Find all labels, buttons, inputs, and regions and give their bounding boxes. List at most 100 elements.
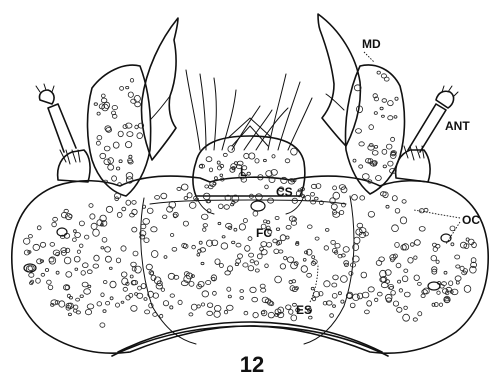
tubercle [108, 158, 114, 164]
tubercle [249, 253, 254, 257]
tubercle [377, 292, 382, 296]
tubercle [261, 242, 267, 247]
tubercle [102, 237, 107, 242]
tubercle [77, 250, 80, 253]
tubercle [206, 157, 212, 162]
tubercle [36, 278, 41, 283]
tubercle [130, 275, 133, 278]
tubercle [386, 205, 389, 208]
left-maxillary-lobe [88, 65, 151, 196]
tubercle [123, 287, 127, 291]
tubercle [274, 249, 279, 254]
tubercle [66, 272, 72, 278]
tubercle [255, 269, 259, 272]
tubercle [97, 136, 102, 140]
tubercle [357, 223, 363, 228]
tubercle [221, 243, 228, 249]
tubercle [141, 224, 146, 229]
tubercle [450, 226, 455, 231]
tubercle [48, 285, 53, 290]
tubercle [228, 295, 231, 298]
tubercle [353, 294, 360, 301]
tubercle [286, 236, 289, 239]
tubercle [97, 112, 100, 115]
tubercle [131, 306, 137, 312]
large-pit [251, 201, 265, 211]
tubercle [408, 258, 413, 264]
tubercle [50, 243, 55, 247]
tubercle [110, 297, 113, 300]
tubercle [126, 295, 130, 300]
tubercle [88, 285, 91, 287]
tubercle [170, 306, 173, 309]
tubercle [47, 280, 52, 284]
label-l-text: L [240, 165, 247, 179]
tubercle [41, 273, 45, 276]
tubercle [248, 237, 252, 241]
tubercle [375, 298, 378, 301]
tubercle [382, 149, 387, 154]
tubercle [184, 197, 187, 200]
tubercle [105, 247, 111, 252]
tubercle [400, 217, 406, 224]
tubercle [410, 243, 414, 247]
tubercle [261, 288, 266, 292]
tubercle [391, 137, 395, 141]
tubercle [141, 284, 146, 289]
figure-number: 12 [240, 352, 264, 376]
tubercle [143, 219, 150, 225]
tubercle [121, 272, 127, 277]
tubercle [357, 293, 362, 299]
tubercle [53, 217, 58, 221]
tubercle [267, 243, 272, 248]
tubercle [197, 254, 200, 257]
tubercle [280, 235, 286, 241]
tubercle [315, 237, 319, 240]
tubercle [116, 167, 119, 170]
tubercle [268, 312, 274, 318]
tubercle [365, 310, 370, 314]
tubercle [325, 229, 329, 232]
tubercle [414, 240, 420, 246]
tubercle [356, 129, 362, 134]
tubercle [75, 233, 81, 238]
tubercle [83, 263, 89, 268]
tubercle [273, 239, 277, 243]
tubercle [331, 240, 336, 244]
tubercle [287, 257, 294, 263]
tubercle [87, 304, 94, 309]
tubercle [209, 168, 212, 172]
tubercle [24, 238, 30, 244]
tubercle [352, 195, 358, 201]
tubercle [215, 259, 220, 265]
label-es: ES [296, 264, 318, 317]
tubercle [228, 146, 235, 153]
tubercle [65, 286, 69, 290]
tubercle [84, 289, 91, 295]
tubercle [285, 159, 290, 163]
tubercle [97, 302, 102, 306]
tubercle [421, 294, 425, 298]
tubercle [275, 313, 279, 316]
tubercle [332, 293, 337, 298]
tubercle [105, 256, 111, 262]
tubercle [244, 311, 248, 315]
tubercle [418, 282, 422, 285]
tubercle [145, 310, 150, 314]
label-cs-text: CS [276, 185, 293, 199]
tubercle [121, 301, 124, 303]
tubercle [79, 221, 84, 226]
tubercle [372, 151, 378, 156]
tubercle [280, 264, 285, 269]
tubercle [121, 246, 126, 251]
tubercle [361, 272, 367, 278]
tubercle [45, 269, 48, 272]
tubercle [170, 294, 174, 297]
tubercle [120, 87, 124, 91]
tubercle [187, 193, 192, 198]
tubercle [214, 177, 217, 180]
tubercle [466, 238, 469, 241]
tubercle [382, 99, 387, 103]
tubercle [386, 298, 391, 303]
label-ant: ANT [445, 119, 470, 133]
